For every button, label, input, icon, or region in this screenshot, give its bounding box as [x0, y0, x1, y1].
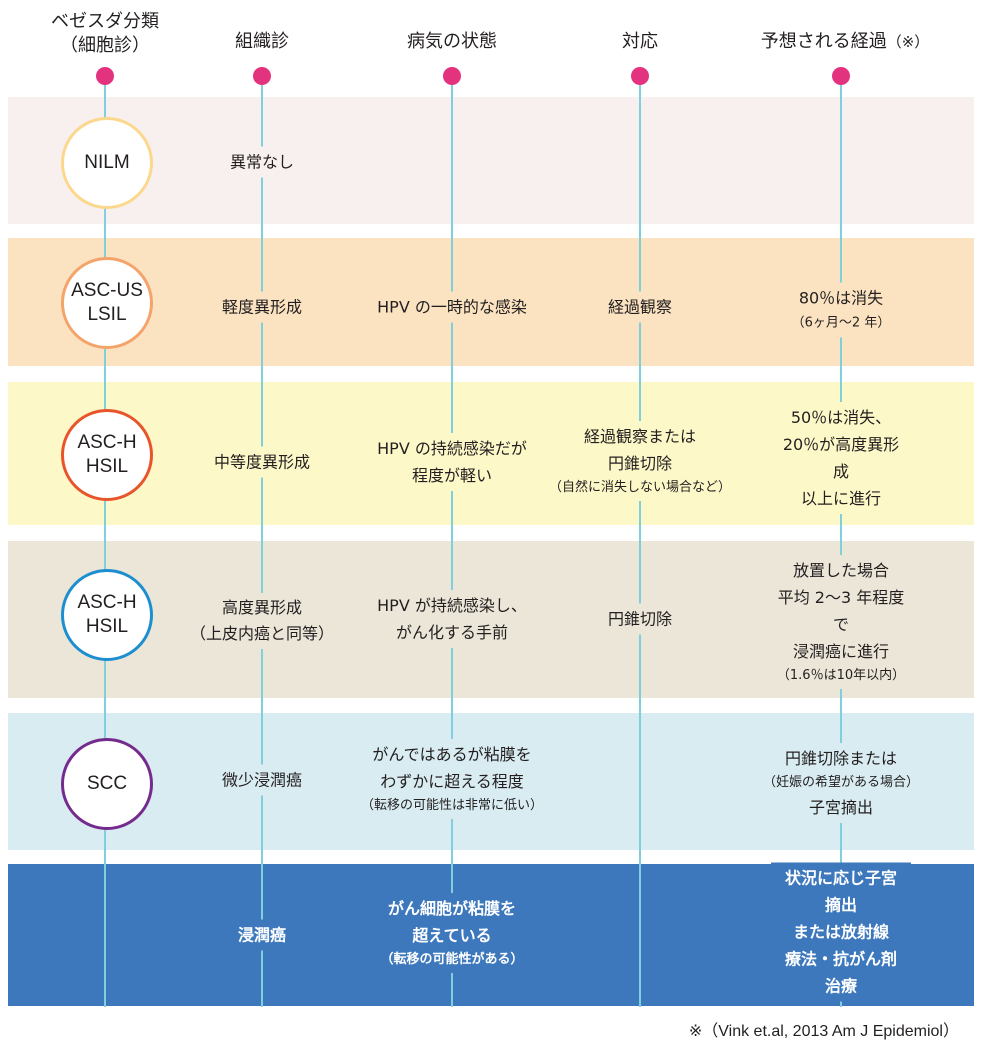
- column-line-response: [639, 78, 641, 1007]
- response-asch: 経過観察または 円錐切除 （自然に消失しない場合など）: [540, 421, 740, 501]
- course-hsil-text: 放置した場合 平均 2〜3 年程度で 浸潤癌に進行: [777, 561, 905, 661]
- histology-scc: 微少浸潤癌: [213, 764, 311, 796]
- histology-ascus: 軽度異形成: [213, 291, 311, 323]
- disease-hsil: HPV が持続感染し、 がん化する手前: [369, 590, 535, 648]
- course-ascus-text: 80％は消失: [798, 288, 884, 308]
- bethesda-circle-asch-hsil: ASC-H HSIL: [61, 409, 153, 501]
- histology-ascus-text: 軽度異形成: [221, 297, 303, 317]
- disease-invasive-text: がん細胞が粘膜を 超えている: [387, 899, 517, 945]
- header-bethesda-line2: （細胞診）: [60, 35, 150, 56]
- header-bethesda: ベゼスダ分類 （細胞診）: [25, 10, 185, 58]
- disease-scc-note: （転移の可能性は非常に低い）: [360, 798, 544, 813]
- histology-nilm-text: 異常なし: [229, 152, 295, 172]
- response-asch-note: （自然に消失しない場合など）: [548, 480, 732, 495]
- header-dot-course: [832, 67, 850, 85]
- course-hsil-note: （1.6％は10年以内）: [776, 668, 906, 683]
- histology-scc-text: 微少浸潤癌: [221, 770, 303, 790]
- header-response: 対応: [622, 31, 658, 52]
- course-asch-text: 50％は消失、 20％が高度異形成 以上に進行: [782, 408, 900, 508]
- header-dot-disease: [443, 67, 461, 85]
- course-asch: 50％は消失、 20％が高度異形成 以上に進行: [771, 402, 911, 514]
- bethesda-circle-nilm: NILM: [61, 117, 153, 209]
- response-ascus: 経過観察: [599, 291, 681, 323]
- histology-hsil-text: 高度異形成 （上皮内癌と同等）: [189, 598, 335, 643]
- disease-invasive-note: （転移の可能性がある）: [380, 952, 524, 967]
- histology-asch-text: 中等度異形成: [213, 452, 311, 472]
- header-expected-course-label: 予想される経過: [760, 31, 887, 52]
- bethesda-circle-asch-hsil-severe: ASC-H HSIL: [61, 569, 153, 661]
- disease-ascus: HPV の一時的な感染: [369, 291, 535, 323]
- disease-scc-text: がんではあるが粘膜を わずかに超える程度: [372, 745, 532, 791]
- header-expected-course: 予想される経過（※）: [730, 30, 960, 54]
- histology-hsil: 高度異形成 （上皮内癌と同等）: [181, 593, 343, 649]
- course-ascus: 80％は消失 （6ヶ月〜2 年）: [783, 282, 899, 338]
- header-dot-histology: [253, 67, 271, 85]
- header-disease-state: 病気の状態: [407, 31, 497, 52]
- response-asch-text: 経過観察または 円錐切除: [583, 427, 697, 473]
- histology-asch: 中等度異形成: [205, 446, 319, 478]
- bethesda-circle-scc: SCC: [61, 738, 153, 830]
- response-hsil: 円錐切除: [599, 603, 681, 635]
- response-ascus-text: 経過観察: [607, 297, 673, 317]
- course-scc: 円錐切除または （妊娠の希望がある場合） 子宮摘出: [754, 743, 928, 823]
- disease-hsil-text: HPV が持続感染し、 がん化する手前: [377, 596, 527, 642]
- disease-asch-text: HPV の持続感染だが 程度が軽い: [377, 439, 527, 485]
- disease-ascus-text: HPV の一時的な感染: [377, 297, 527, 317]
- header-bethesda-line1: ベゼスダ分類: [51, 11, 159, 32]
- column-line-histology: [261, 78, 263, 1007]
- response-hsil-text: 円錐切除: [607, 609, 673, 629]
- citation-footnote: ※（Vink et.al, 2013 Am J Epidemiol）: [688, 1023, 959, 1040]
- histology-invasive-text: 浸潤癌: [237, 925, 287, 945]
- histology-invasive: 浸潤癌: [229, 919, 295, 951]
- column-line-bethesda: [104, 78, 106, 1007]
- course-scc-text: 円錐切除または: [784, 749, 898, 768]
- disease-scc: がんではあるが粘膜を わずかに超える程度 （転移の可能性は非常に低い）: [352, 739, 552, 819]
- course-scc-note: （妊娠の希望がある場合）: [762, 775, 920, 790]
- bethesda-circle-ascus-lsil: ASC-US LSIL: [61, 257, 153, 349]
- row-band-nilm: [8, 97, 974, 224]
- course-scc-tail: 子宮摘出: [808, 798, 874, 817]
- disease-asch: HPV の持続感染だが 程度が軽い: [369, 433, 535, 491]
- header-dot-bethesda: [96, 67, 114, 85]
- course-ascus-note: （6ヶ月〜2 年）: [791, 315, 891, 331]
- header-expected-course-mark: （※）: [886, 33, 930, 51]
- header-dot-response: [631, 67, 649, 85]
- course-invasive-text: 状況に応じ子宮摘出 または放射線 療法・抗がん剤治療: [784, 868, 897, 996]
- histology-nilm: 異常なし: [221, 146, 303, 178]
- column-line-course: [840, 78, 842, 1007]
- header-histology: 組織診: [235, 31, 289, 52]
- course-hsil: 放置した場合 平均 2〜3 年程度で 浸潤癌に進行 （1.6％は10年以内）: [768, 555, 914, 689]
- disease-invasive: がん細胞が粘膜を 超えている （転移の可能性がある）: [372, 893, 532, 973]
- column-line-disease: [451, 78, 453, 1007]
- course-invasive: 状況に応じ子宮摘出 または放射線 療法・抗がん剤治療: [771, 862, 911, 1002]
